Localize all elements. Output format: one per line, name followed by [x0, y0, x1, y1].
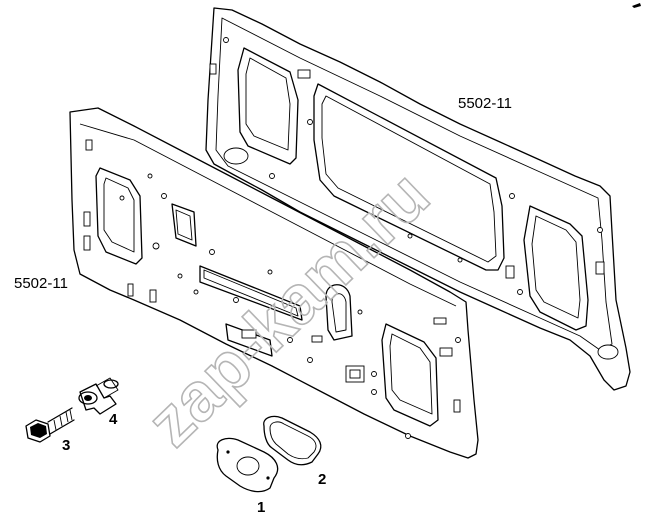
upper-panel	[205, 7, 631, 391]
watermark-text: zap-kam.ru	[133, 157, 444, 461]
part-4-bush	[78, 377, 119, 415]
label-part-3: 3	[62, 437, 70, 454]
corner-mark	[632, 3, 641, 8]
lower-panel	[69, 107, 479, 459]
label-lower-panel: 5502-11	[14, 275, 68, 292]
label-part-1: 1	[257, 499, 265, 516]
part-1-gasket	[216, 437, 279, 493]
label-part-4: 4	[109, 411, 118, 428]
part-3-bolt	[25, 407, 75, 443]
label-part-2: 2	[318, 471, 326, 488]
part-2-plate	[263, 415, 322, 466]
label-upper-panel: 5502-11	[458, 95, 512, 112]
